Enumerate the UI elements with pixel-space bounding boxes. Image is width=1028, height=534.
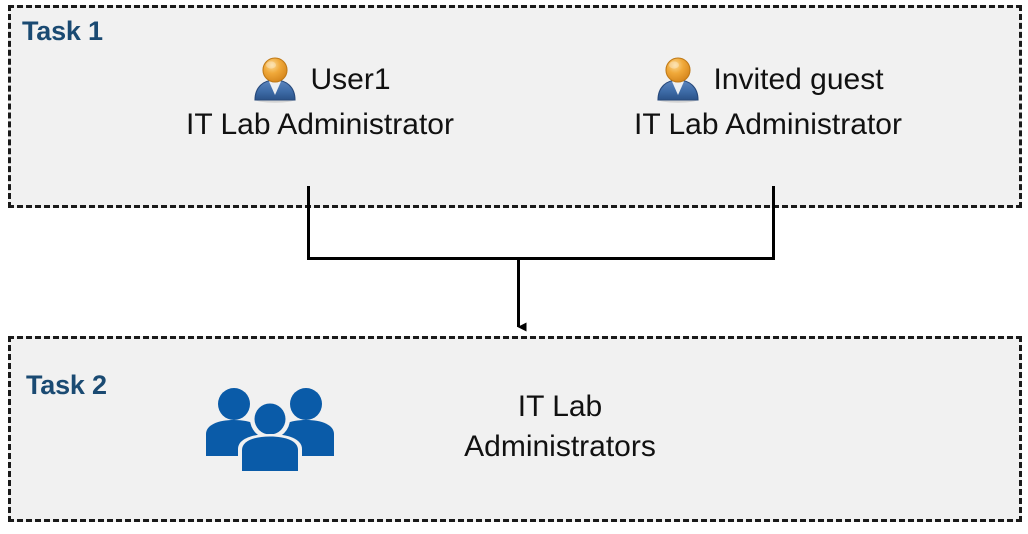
member-user1-name-row: User1 xyxy=(120,56,520,104)
member-invited-guest-name: Invited guest xyxy=(713,63,884,97)
task-2-label: Task 2 xyxy=(26,370,107,400)
member-invited-guest-role: IT Lab Administrator xyxy=(634,108,902,141)
group-name: IT Lab Administrators xyxy=(464,390,656,463)
group-icon-wrapper xyxy=(190,383,350,471)
group-entry: IT Lab Administrators xyxy=(190,383,770,471)
single-user-icon xyxy=(254,57,297,103)
task-1-label: Task 1 xyxy=(22,16,103,46)
member-user1: User1 IT Lab Administrator xyxy=(120,56,520,145)
member-invited-guest: Invited guest IT Lab Administrator xyxy=(568,56,968,145)
member-user1-name: User1 xyxy=(310,63,391,97)
user-group-icon xyxy=(206,388,334,471)
member-invited-guest-name-row: Invited guest xyxy=(568,56,968,104)
single-user-icon xyxy=(657,57,699,103)
task-1-container xyxy=(8,5,1022,208)
task-2-container xyxy=(8,336,1022,522)
member-user1-role: IT Lab Administrator xyxy=(186,108,454,141)
